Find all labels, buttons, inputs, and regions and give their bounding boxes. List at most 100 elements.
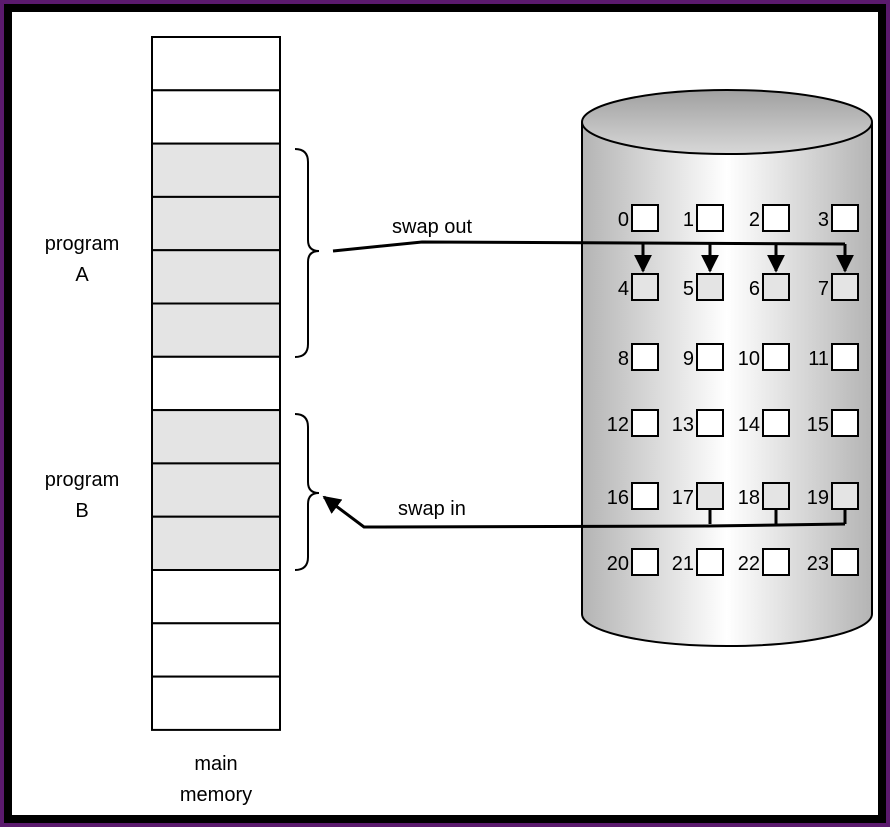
disk-block: 18 — [738, 482, 790, 510]
disk-block: 20 — [607, 548, 659, 576]
memory-block — [151, 515, 281, 572]
memory-block — [151, 622, 281, 678]
disk-block: 14 — [738, 409, 790, 437]
disk-block-box — [631, 204, 659, 232]
disk-block-number: 6 — [749, 278, 760, 300]
disk-block-number: 2 — [749, 209, 760, 231]
disk-block-number: 12 — [607, 414, 629, 436]
disk-block-number: 13 — [672, 414, 694, 436]
disk-block-box — [831, 273, 859, 301]
memory-block — [151, 462, 281, 518]
disk-block: 11 — [808, 343, 859, 371]
disk-block-number: 22 — [738, 553, 760, 575]
disk-block-box — [762, 204, 790, 232]
disk-block-number: 20 — [607, 553, 629, 575]
disk-block: 19 — [807, 482, 859, 510]
disk-block-box — [762, 482, 790, 510]
disk-block-box — [631, 548, 659, 576]
disk-block-box — [762, 273, 790, 301]
disk-block-number: 4 — [618, 278, 629, 300]
disk-block-number: 5 — [683, 278, 694, 300]
disk-block: 16 — [607, 482, 659, 510]
main-memory — [151, 36, 281, 731]
disk-block-box — [631, 343, 659, 371]
disk-block-box — [762, 548, 790, 576]
disk-block-number: 15 — [807, 414, 829, 436]
swap-in-arrow — [322, 495, 847, 529]
disk-block-number: 10 — [738, 348, 760, 370]
disk-cylinder — [581, 89, 873, 647]
disk-block: 9 — [683, 343, 724, 371]
disk-block: 5 — [683, 273, 724, 301]
disk-block-number: 9 — [683, 348, 694, 370]
disk-block: 21 — [672, 548, 724, 576]
disk-block-number: 21 — [672, 553, 694, 575]
swap-out-label: swap out — [392, 216, 472, 238]
swap-out-arrow — [332, 240, 854, 273]
disk-block-box — [631, 409, 659, 437]
swap-in-label: swap in — [398, 498, 466, 520]
memory-block — [151, 569, 281, 625]
disk-block-box — [631, 273, 659, 301]
disk-block-number: 1 — [683, 209, 694, 231]
disk-block: 6 — [749, 273, 790, 301]
memory-label-line2: memory — [180, 784, 252, 806]
memory-block — [151, 89, 281, 145]
disk-block-number: 23 — [807, 553, 829, 575]
memory-block — [151, 195, 281, 252]
disk-block-number: 3 — [818, 209, 829, 231]
disk-block-number: 16 — [607, 487, 629, 509]
disk-block: 17 — [672, 482, 724, 510]
program-b-label-line2: B — [75, 500, 88, 522]
program-a-label-line2: A — [75, 264, 89, 286]
disk-block-box — [696, 482, 724, 510]
disk-block-box — [696, 409, 724, 437]
disk-block-number: 8 — [618, 348, 629, 370]
disk-block: 12 — [607, 409, 659, 437]
disk-block-box — [831, 343, 859, 371]
disk-block-box — [696, 204, 724, 232]
disk-block-box — [696, 548, 724, 576]
disk-block-box — [762, 409, 790, 437]
disk-block: 10 — [738, 343, 790, 371]
disk-top — [581, 89, 873, 155]
disk-block: 0 — [618, 204, 659, 232]
disk-block: 3 — [818, 204, 859, 232]
memory-block — [151, 675, 281, 731]
disk-block-number: 11 — [808, 348, 829, 370]
disk-block-box — [831, 409, 859, 437]
disk-block-box — [696, 343, 724, 371]
program-a-label-line1: program — [45, 233, 119, 255]
disk-block-number: 0 — [618, 209, 629, 231]
memory-block — [151, 355, 281, 412]
memory-block — [151, 142, 281, 198]
memory-block — [151, 249, 281, 305]
program-b-bracket — [294, 413, 320, 571]
disk-body — [581, 122, 873, 647]
memory-block — [151, 36, 281, 92]
disk-block-number: 19 — [807, 487, 829, 509]
memory-block — [151, 409, 281, 465]
disk-block-number: 17 — [672, 487, 694, 509]
disk-block-box — [831, 482, 859, 510]
disk-block-box — [762, 343, 790, 371]
disk-block-box — [631, 482, 659, 510]
disk-block: 15 — [807, 409, 859, 437]
disk-block-number: 14 — [738, 414, 760, 436]
disk-block-number: 18 — [738, 487, 760, 509]
disk-block-box — [831, 204, 859, 232]
disk-block: 23 — [807, 548, 859, 576]
disk-block-number: 7 — [818, 278, 829, 300]
memory-block — [151, 302, 281, 358]
program-b-label-line1: program — [45, 469, 119, 491]
disk-block-box — [831, 548, 859, 576]
disk-block: 1 — [683, 204, 724, 232]
disk-block: 2 — [749, 204, 790, 232]
disk-block: 7 — [818, 273, 859, 301]
disk-block: 4 — [618, 273, 659, 301]
disk-block: 13 — [672, 409, 724, 437]
program-a-bracket — [294, 148, 320, 358]
